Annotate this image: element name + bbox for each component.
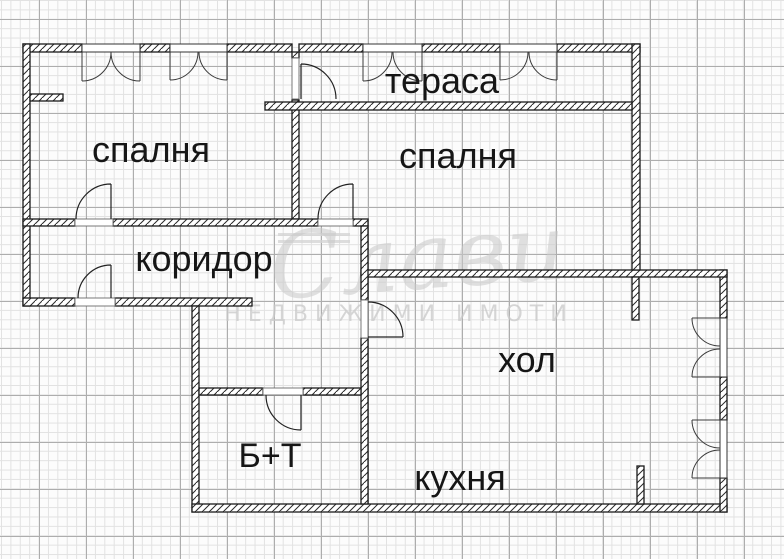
door-arc-bedroom-2 bbox=[317, 183, 354, 220]
window-hall-lower bbox=[691, 419, 728, 479]
door-arc-bedroom-1 bbox=[75, 183, 112, 220]
watermark-logo-stroke bbox=[278, 233, 350, 236]
doors-layer bbox=[75, 63, 404, 431]
window-bedroom-1-right bbox=[169, 43, 228, 81]
window-bedroom-1-left bbox=[81, 43, 141, 82]
room-label-bath-toilet: Б+Т bbox=[239, 437, 302, 475]
window-hall-upper bbox=[691, 317, 728, 378]
room-label-bedroom-2: спалня bbox=[399, 135, 517, 176]
watermark: Слави НЕДВИЖИМИ ИМОТИ bbox=[224, 194, 573, 327]
room-label-terrace: тераса bbox=[385, 60, 500, 101]
door-arc-terrace bbox=[300, 63, 337, 100]
door-arc-entrance bbox=[77, 264, 112, 299]
door-opening-bath bbox=[262, 387, 304, 396]
room-label-corridor: коридор bbox=[135, 238, 272, 279]
door-openings-layer bbox=[74, 57, 369, 396]
labels-layer: спалня тераса спалня коридор хол кухня Б… bbox=[92, 60, 556, 498]
watermark-brand-caption: НЕДВИЖИМИ ИМОТИ bbox=[224, 302, 573, 327]
door-opening-hall bbox=[360, 299, 369, 339]
room-label-kitchen: кухня bbox=[414, 457, 506, 498]
door-opening-bedroom-2 bbox=[317, 218, 354, 227]
window-terrace-left bbox=[362, 43, 423, 82]
watermark-brand-script: Слави bbox=[266, 194, 569, 321]
room-label-bedroom-1: спалня bbox=[92, 129, 210, 170]
door-opening-terrace bbox=[291, 57, 300, 100]
door-opening-bedroom-1 bbox=[74, 218, 114, 227]
room-label-hall: хол bbox=[498, 339, 556, 380]
window-terrace-right bbox=[499, 43, 558, 81]
door-opening-entrance bbox=[74, 297, 116, 307]
door-arc-hall bbox=[367, 301, 404, 338]
watermark-logo-stroke bbox=[278, 240, 350, 243]
windows-layer bbox=[81, 43, 728, 479]
door-arc-bath bbox=[265, 394, 302, 431]
